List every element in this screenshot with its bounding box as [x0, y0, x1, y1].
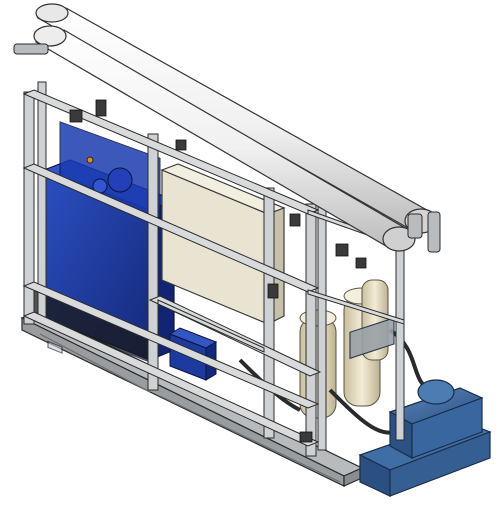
lower-blue-pump	[168, 327, 218, 381]
valves-fittings	[69, 99, 367, 443]
frame-rails	[22, 89, 405, 447]
vessel-end-couplings	[13, 43, 441, 253]
high-pressure-pump-motor	[349, 317, 492, 497]
